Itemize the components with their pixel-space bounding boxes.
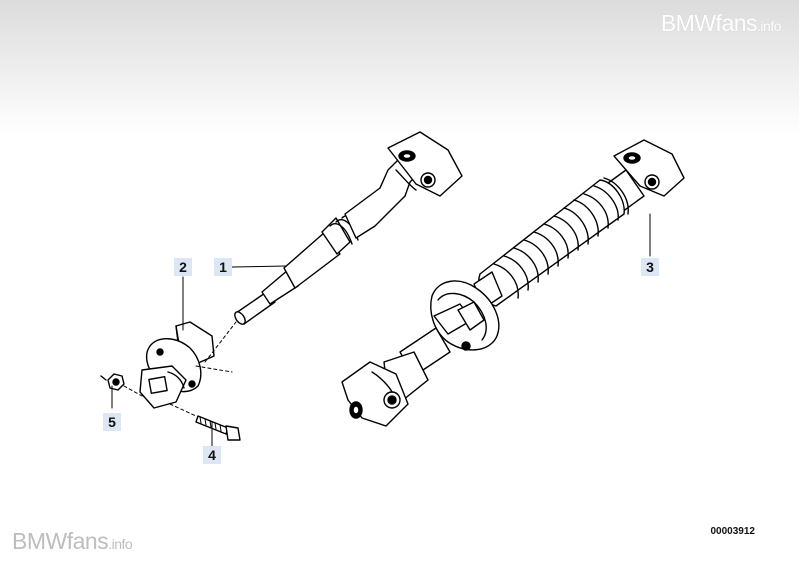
leader-lines [111, 213, 651, 447]
part-2-clamp-flange [139, 321, 215, 409]
callout-4[interactable]: 4 [203, 446, 221, 464]
callout-5[interactable]: 5 [103, 413, 121, 431]
callout-3[interactable]: 3 [641, 258, 659, 276]
part-4-bolt [195, 415, 241, 441]
callout-1[interactable]: 1 [214, 258, 232, 276]
callout-2[interactable]: 2 [174, 258, 192, 276]
part-1-steering-shaft [234, 131, 463, 325]
watermark-top: BMWfans.info [660, 10, 782, 36]
watermark-bottom: BMWfans.info [12, 528, 133, 554]
part-3-steering-shaft-bellows [341, 139, 685, 427]
diagram-number: 00003912 [710, 526, 756, 537]
